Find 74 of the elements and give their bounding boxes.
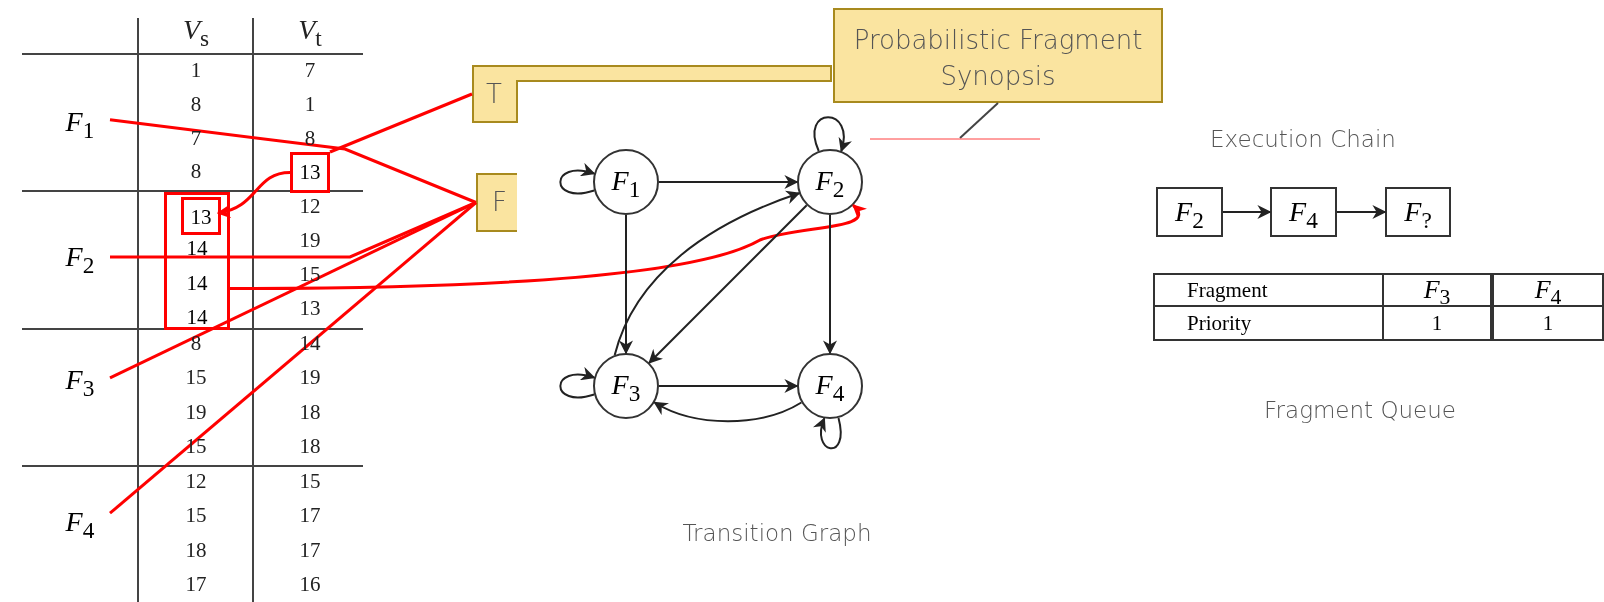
table-value: 16 <box>299 573 321 595</box>
column-header: V$_{s}$ <box>182 16 210 50</box>
arrow <box>648 204 808 364</box>
table-value: 1 <box>190 59 202 81</box>
table-cell: F$_{4}$ <box>1492 273 1604 307</box>
leader-line <box>959 102 999 139</box>
arrow <box>216 171 291 218</box>
arrow <box>1336 205 1387 219</box>
table-value: 8 <box>190 93 202 115</box>
table-value: 15 <box>185 435 207 457</box>
table-value: 8 <box>190 160 202 182</box>
table-value: 17 <box>185 573 207 595</box>
table-value: 19 <box>185 401 207 423</box>
arrow <box>658 379 799 393</box>
row-label: F$_{1}$ <box>50 100 110 144</box>
table-cell: 1 <box>1492 305 1604 341</box>
table-value: 18 <box>185 539 207 561</box>
table-cell: Fragment <box>1153 273 1384 307</box>
row-label: F$_{2}$ <box>50 235 110 279</box>
self-loop-arrow <box>813 416 842 450</box>
table-value: 15 <box>299 470 321 492</box>
state-circle: F$_{4}$ <box>797 353 863 419</box>
arrow <box>1222 205 1272 219</box>
section-caption: Transition Graph <box>682 521 872 545</box>
callout-box: Probabilistic Fragment Synopsis <box>833 8 1163 103</box>
arrow <box>613 190 801 356</box>
highlight-box: 14 14 14 13 <box>164 192 230 330</box>
table-value: 1 <box>304 93 316 115</box>
table-value: 15 <box>185 504 207 526</box>
chain-box: F$_{4}$ <box>1270 187 1337 237</box>
row-label: F$_{4}$ <box>50 500 110 544</box>
column-header: V$_{t}$ <box>298 16 322 50</box>
table-cell: 1 <box>1382 305 1492 341</box>
arrow <box>230 204 867 291</box>
table-value: 18 <box>299 435 321 457</box>
table-value: 7 <box>304 59 316 81</box>
connector-line <box>110 201 477 259</box>
state-circle: F$_{1}$ <box>593 149 659 215</box>
connector-line <box>109 118 477 204</box>
callout-box: F <box>476 173 517 232</box>
self-loop-arrow <box>559 367 596 399</box>
callout-box: T <box>472 65 832 123</box>
highlight-box: 13 <box>181 197 221 235</box>
section-caption: Fragment Queue <box>1264 398 1456 422</box>
arrow <box>653 401 803 423</box>
table-value: 15 <box>185 366 207 388</box>
self-loop-arrow <box>813 116 851 153</box>
arrow <box>619 214 633 355</box>
connector-line <box>329 92 473 154</box>
table-value: 12 <box>299 195 321 217</box>
arrow <box>658 175 799 189</box>
connector-line <box>109 201 477 380</box>
table-value: 17 <box>299 504 321 526</box>
table-value: 19 <box>299 366 321 388</box>
table-value: 7 <box>190 127 202 149</box>
state-circle: F$_{2}$ <box>797 149 863 215</box>
section-caption: Execution Chain <box>1210 127 1396 151</box>
table-cell: F$_{3}$ <box>1382 273 1492 307</box>
self-loop-arrow <box>559 163 596 195</box>
table-value: 12 <box>185 470 207 492</box>
highlight-box: 13 <box>290 152 330 193</box>
arrow <box>823 214 837 355</box>
table-value: 17 <box>299 539 321 561</box>
table-value: 13 <box>299 297 321 319</box>
table-value: 19 <box>299 229 321 251</box>
chain-box: F$_{2}$ <box>1156 187 1223 237</box>
connector-line <box>109 201 477 515</box>
table-value: 8 <box>190 332 202 354</box>
chain-box: F$_{?}$ <box>1385 187 1451 237</box>
row-label: F$_{3}$ <box>50 358 110 402</box>
table-cell: Priority <box>1153 305 1384 341</box>
table-value: 18 <box>299 401 321 423</box>
table-value: 15 <box>299 263 321 285</box>
state-circle: F$_{3}$ <box>593 353 659 419</box>
